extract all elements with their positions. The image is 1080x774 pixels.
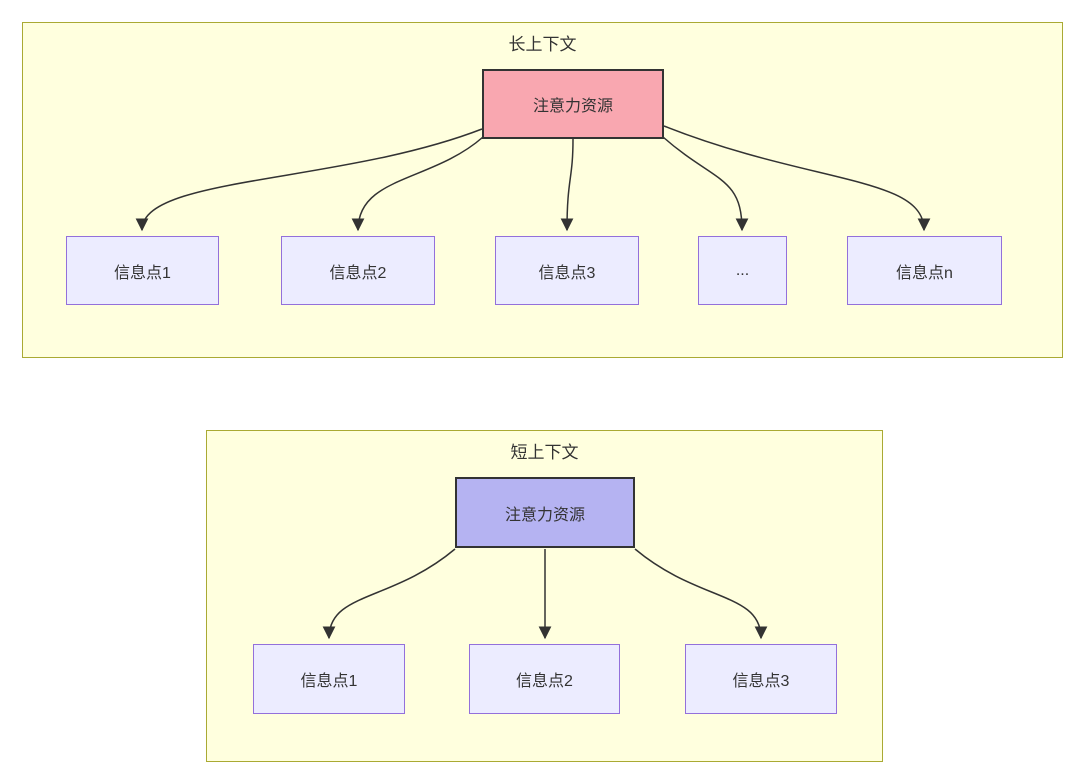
long-info-label-3: 信息点3 bbox=[538, 264, 596, 282]
short-attention-label: 注意力资源 bbox=[504, 506, 585, 524]
long-context-title: 长上下文 bbox=[508, 35, 577, 54]
long-info-node-2: 信息点2 bbox=[281, 236, 435, 305]
long-attention-node: 注意力资源 bbox=[482, 69, 664, 139]
long-attention-label: 注意力资源 bbox=[532, 98, 613, 115]
short-info-node-3: 信息点3 bbox=[685, 644, 837, 714]
long-info-label-n: 信息点n bbox=[896, 264, 953, 282]
short-info-label-1: 信息点1 bbox=[300, 673, 358, 690]
short-info-label-3: 信息点3 bbox=[732, 673, 790, 690]
long-info-node-1: 信息点1 bbox=[66, 236, 219, 305]
long-info-node-3: 信息点3 bbox=[495, 236, 639, 305]
long-info-label-1: 信息点1 bbox=[114, 264, 171, 282]
short-attention-node: 注意力资源 bbox=[455, 477, 635, 548]
long-info-label-2: 信息点2 bbox=[329, 264, 387, 282]
long-info-node-dots: ... bbox=[698, 236, 787, 305]
short-context-title: 短上下文 bbox=[510, 443, 579, 462]
short-info-node-1: 信息点1 bbox=[253, 644, 405, 714]
short-info-node-2: 信息点2 bbox=[469, 644, 620, 714]
short-info-label-2: 信息点2 bbox=[516, 673, 573, 690]
long-info-label-dots: ... bbox=[735, 261, 750, 279]
long-info-node-n: 信息点n bbox=[847, 236, 1002, 305]
